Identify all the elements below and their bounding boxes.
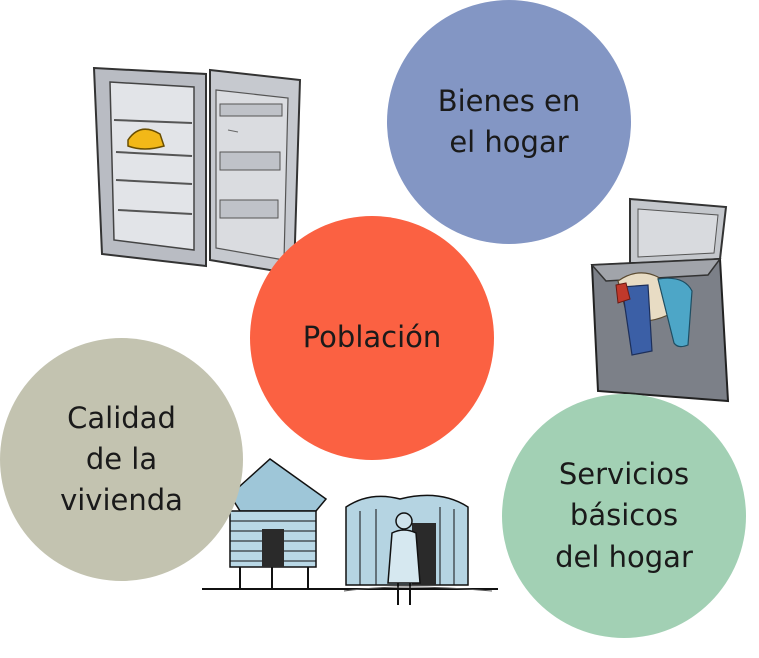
node-label: Población [302,320,442,355]
refrigerator-illustration [92,66,302,276]
node-servicios-basicos-del-hogar: Servicios básicos del hogar [502,394,746,638]
node-label: Bienes en el hogar [437,83,581,159]
node-poblacion: Población [250,216,494,460]
washing-machine-illustration [590,197,730,403]
node-bienes-en-el-hogar: Bienes en el hogar [387,0,631,244]
houses-illustration [202,458,498,605]
node-label: Calidad de la vivienda [60,400,183,518]
node-label: Servicios básicos del hogar [555,457,693,574]
node-calidad-de-la-vivienda: Calidad de la vivienda [0,338,243,581]
